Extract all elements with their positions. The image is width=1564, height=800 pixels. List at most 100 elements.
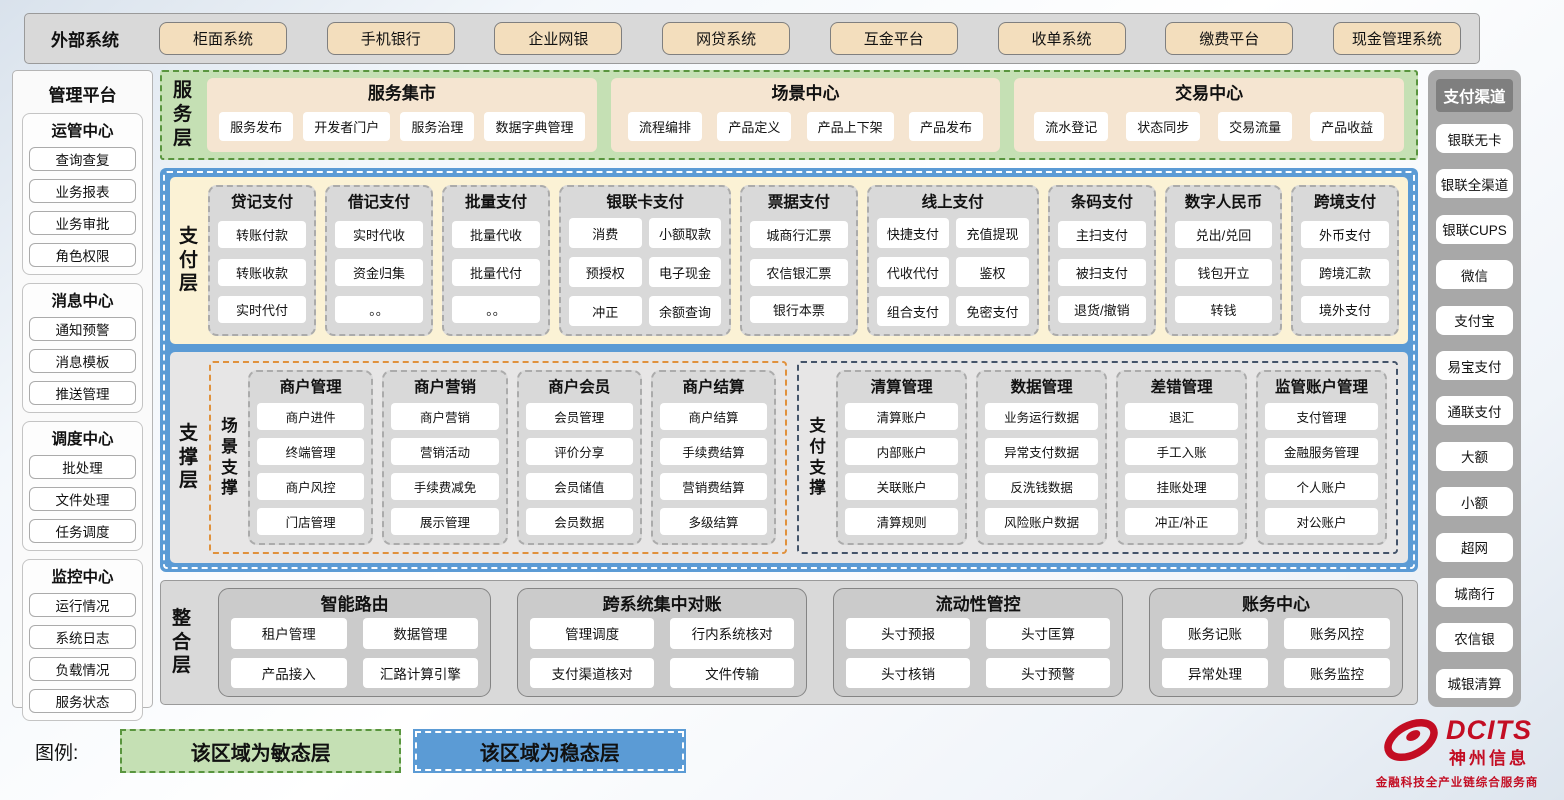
payment-item-box: 被扫支付	[1057, 258, 1146, 286]
column-data-management: 数据管理 业务运行数据异常支付数据反洗钱数据风险账户数据	[976, 370, 1108, 545]
column-title: 商户营销	[413, 379, 476, 396]
payment-support-zone: 支付支撑 清算管理 清算账户内部账户关联账户清算规则 数据管理 业务运行数据异常…	[797, 361, 1398, 554]
payment-item-box: 电子现金	[648, 257, 722, 287]
integration-item-box: 账务记账	[1162, 618, 1269, 649]
support-item-box: 内部账户	[845, 438, 959, 465]
channel-box: 城商行	[1436, 578, 1513, 608]
payment-item-box: 。。	[451, 296, 540, 324]
service-layer-label: 服务层	[172, 80, 192, 149]
section-title: 服务集市	[367, 84, 436, 103]
scene-support-label: 场景支撑	[221, 417, 238, 498]
column-title: 借记支付	[347, 194, 410, 211]
support-item-box: 营销活动	[391, 438, 499, 465]
integration-item-box: 异常处理	[1162, 657, 1269, 688]
support-item-box: 退汇	[1125, 403, 1239, 430]
stable-layer-container: 支付层 贷记支付 转账付款转账收款实时代付 借记支付 实时代收资金归集。。 批量…	[160, 168, 1418, 572]
payment-item-box: 消费	[568, 218, 642, 248]
column-title: 数字人民币	[1184, 194, 1263, 211]
column-merchant-member: 商户会员 会员管理评价分享会员储值会员数据	[516, 370, 642, 545]
channel-box: 通联支付	[1436, 396, 1513, 426]
payment-item-box: 主扫支付	[1057, 220, 1146, 248]
payment-item-box: 跨境汇款	[1301, 258, 1390, 286]
management-item-box: 服务状态	[29, 689, 136, 713]
payment-item-box: 外币支付	[1301, 220, 1390, 248]
payment-item-box: 境外支付	[1301, 296, 1390, 324]
payment-item-box: 兑出/兑回	[1174, 220, 1273, 248]
payment-item-box: 退货/撤销	[1057, 296, 1146, 324]
support-item-box: 展示管理	[391, 508, 499, 535]
support-item-box: 异常支付数据	[985, 438, 1099, 465]
support-item-box: 会员管理	[525, 403, 633, 430]
support-item-box: 清算规则	[845, 508, 959, 535]
integration-item-box: 账务风控	[1284, 618, 1391, 649]
column-items: 会员管理评价分享会员储值会员数据	[524, 402, 635, 536]
support-item-box: 营销费结算	[659, 473, 768, 500]
section-title: 智能路由	[320, 595, 389, 614]
support-item-box: 会员储值	[525, 473, 633, 500]
payment-item-box: 城商行汇票	[750, 220, 848, 248]
column-batch-payment: 批量支付 批量代收批量代付。。	[441, 185, 550, 336]
column-items: 转账付款转账收款实时代付	[216, 217, 308, 327]
payment-item-box: 充值提现	[956, 218, 1029, 248]
support-item-box: 手工入账	[1125, 438, 1239, 465]
support-item-box: 对公账户	[1265, 508, 1379, 535]
column-regulatory-account: 监管账户管理 支付管理金融服务管理个人账户对公账户	[1256, 370, 1388, 545]
external-system-box: 收单系统	[997, 22, 1126, 55]
channel-box: 微信	[1436, 260, 1513, 290]
integration-item-box: 产品接入	[231, 657, 347, 688]
column-error-management: 差错管理 退汇手工入账挂账处理冲正/补正	[1116, 370, 1248, 545]
support-item-box: 反洗钱数据	[985, 473, 1099, 500]
channel-box: 银联无卡	[1436, 124, 1513, 153]
integration-item-box: 头寸预警	[986, 657, 1111, 688]
column-items: 批量代收批量代付。。	[450, 217, 542, 327]
column-online-payment: 线上支付 快捷支付充值提现代收代付鉴权组合支付免密支付	[866, 185, 1039, 336]
support-item-box: 个人账户	[1265, 473, 1379, 500]
section-smart-routing: 智能路由 租户管理数据管理产品接入汇路计算引擎	[218, 588, 492, 697]
external-system-box: 柜面系统	[159, 22, 287, 55]
payment-item-box: 银行本票	[750, 296, 848, 324]
column-items: 兑出/兑回钱包开立转钱	[1173, 217, 1274, 327]
section-items: 租户管理数据管理产品接入汇路计算引擎	[231, 618, 479, 688]
column-title: 银联卡支付	[606, 194, 684, 211]
legend-label: 图例:	[35, 742, 79, 764]
channel-box: 银联CUPS	[1436, 214, 1513, 244]
section-items: 流水登记状态同步交易流量产品收益	[1024, 107, 1394, 146]
group-monitoring-center: 监控中心 运行情况系统日志负载情况服务状态	[22, 559, 143, 721]
support-item-box: 关联账户	[845, 473, 959, 500]
management-item-box: 系统日志	[29, 625, 136, 649]
integration-item-box: 头寸核销	[846, 657, 971, 688]
support-item-box: 多级结算	[659, 508, 768, 535]
external-system-box: 互金平台	[829, 22, 958, 55]
management-item-box: 通知预警	[29, 317, 136, 341]
support-item-box: 门店管理	[257, 508, 365, 535]
section-items: 账务记账账务风控异常处理账务监控	[1162, 618, 1391, 688]
column-items: 主扫支付被扫支付退货/撤销	[1056, 217, 1148, 327]
channel-box: 大额	[1436, 441, 1513, 471]
logo-company-text: 神州信息	[1449, 749, 1529, 769]
section-trade-center: 交易中心 流水登记状态同步交易流量产品收益	[1014, 78, 1405, 152]
integration-item-box: 数据管理	[362, 618, 479, 649]
section-cross-system-reconciliation: 跨系统集中对账 管理调度行内系统核对支付渠道核对文件传输	[517, 588, 808, 697]
channel-box: 农信银	[1436, 623, 1513, 653]
management-item-box: 角色权限	[29, 243, 136, 267]
support-item-box: 业务运行数据	[985, 403, 1099, 430]
column-title: 票据支付	[767, 194, 830, 211]
payment-layer-label: 支付层	[178, 225, 198, 295]
column-items: 业务运行数据异常支付数据反洗钱数据风险账户数据	[983, 402, 1100, 536]
integration-item-box: 管理调度	[530, 618, 655, 649]
service-item-box: 产品发布	[908, 112, 983, 141]
column-merchant-management: 商户管理 商户进件终端管理商户风控门店管理	[248, 370, 374, 545]
column-title: 跨境支付	[1314, 194, 1377, 211]
payment-item-box: 农信银汇票	[750, 258, 848, 286]
management-item-box: 批处理	[29, 455, 136, 479]
management-item-box: 负载情况	[29, 657, 136, 681]
section-title: 场景中心	[771, 84, 840, 103]
group-items: 查询查复业务报表业务审批角色权限	[29, 147, 136, 267]
column-barcode-payment: 条码支付 主扫支付被扫支付退货/撤销	[1047, 185, 1156, 336]
service-item-box: 产品上下架	[806, 112, 894, 141]
column-items: 外币支付跨境汇款境外支付	[1299, 217, 1391, 327]
legend-agile-layer: 该区域为敏态层	[120, 729, 402, 773]
external-system-box: 现金管理系统	[1332, 22, 1461, 55]
column-title: 商户管理	[279, 379, 342, 396]
